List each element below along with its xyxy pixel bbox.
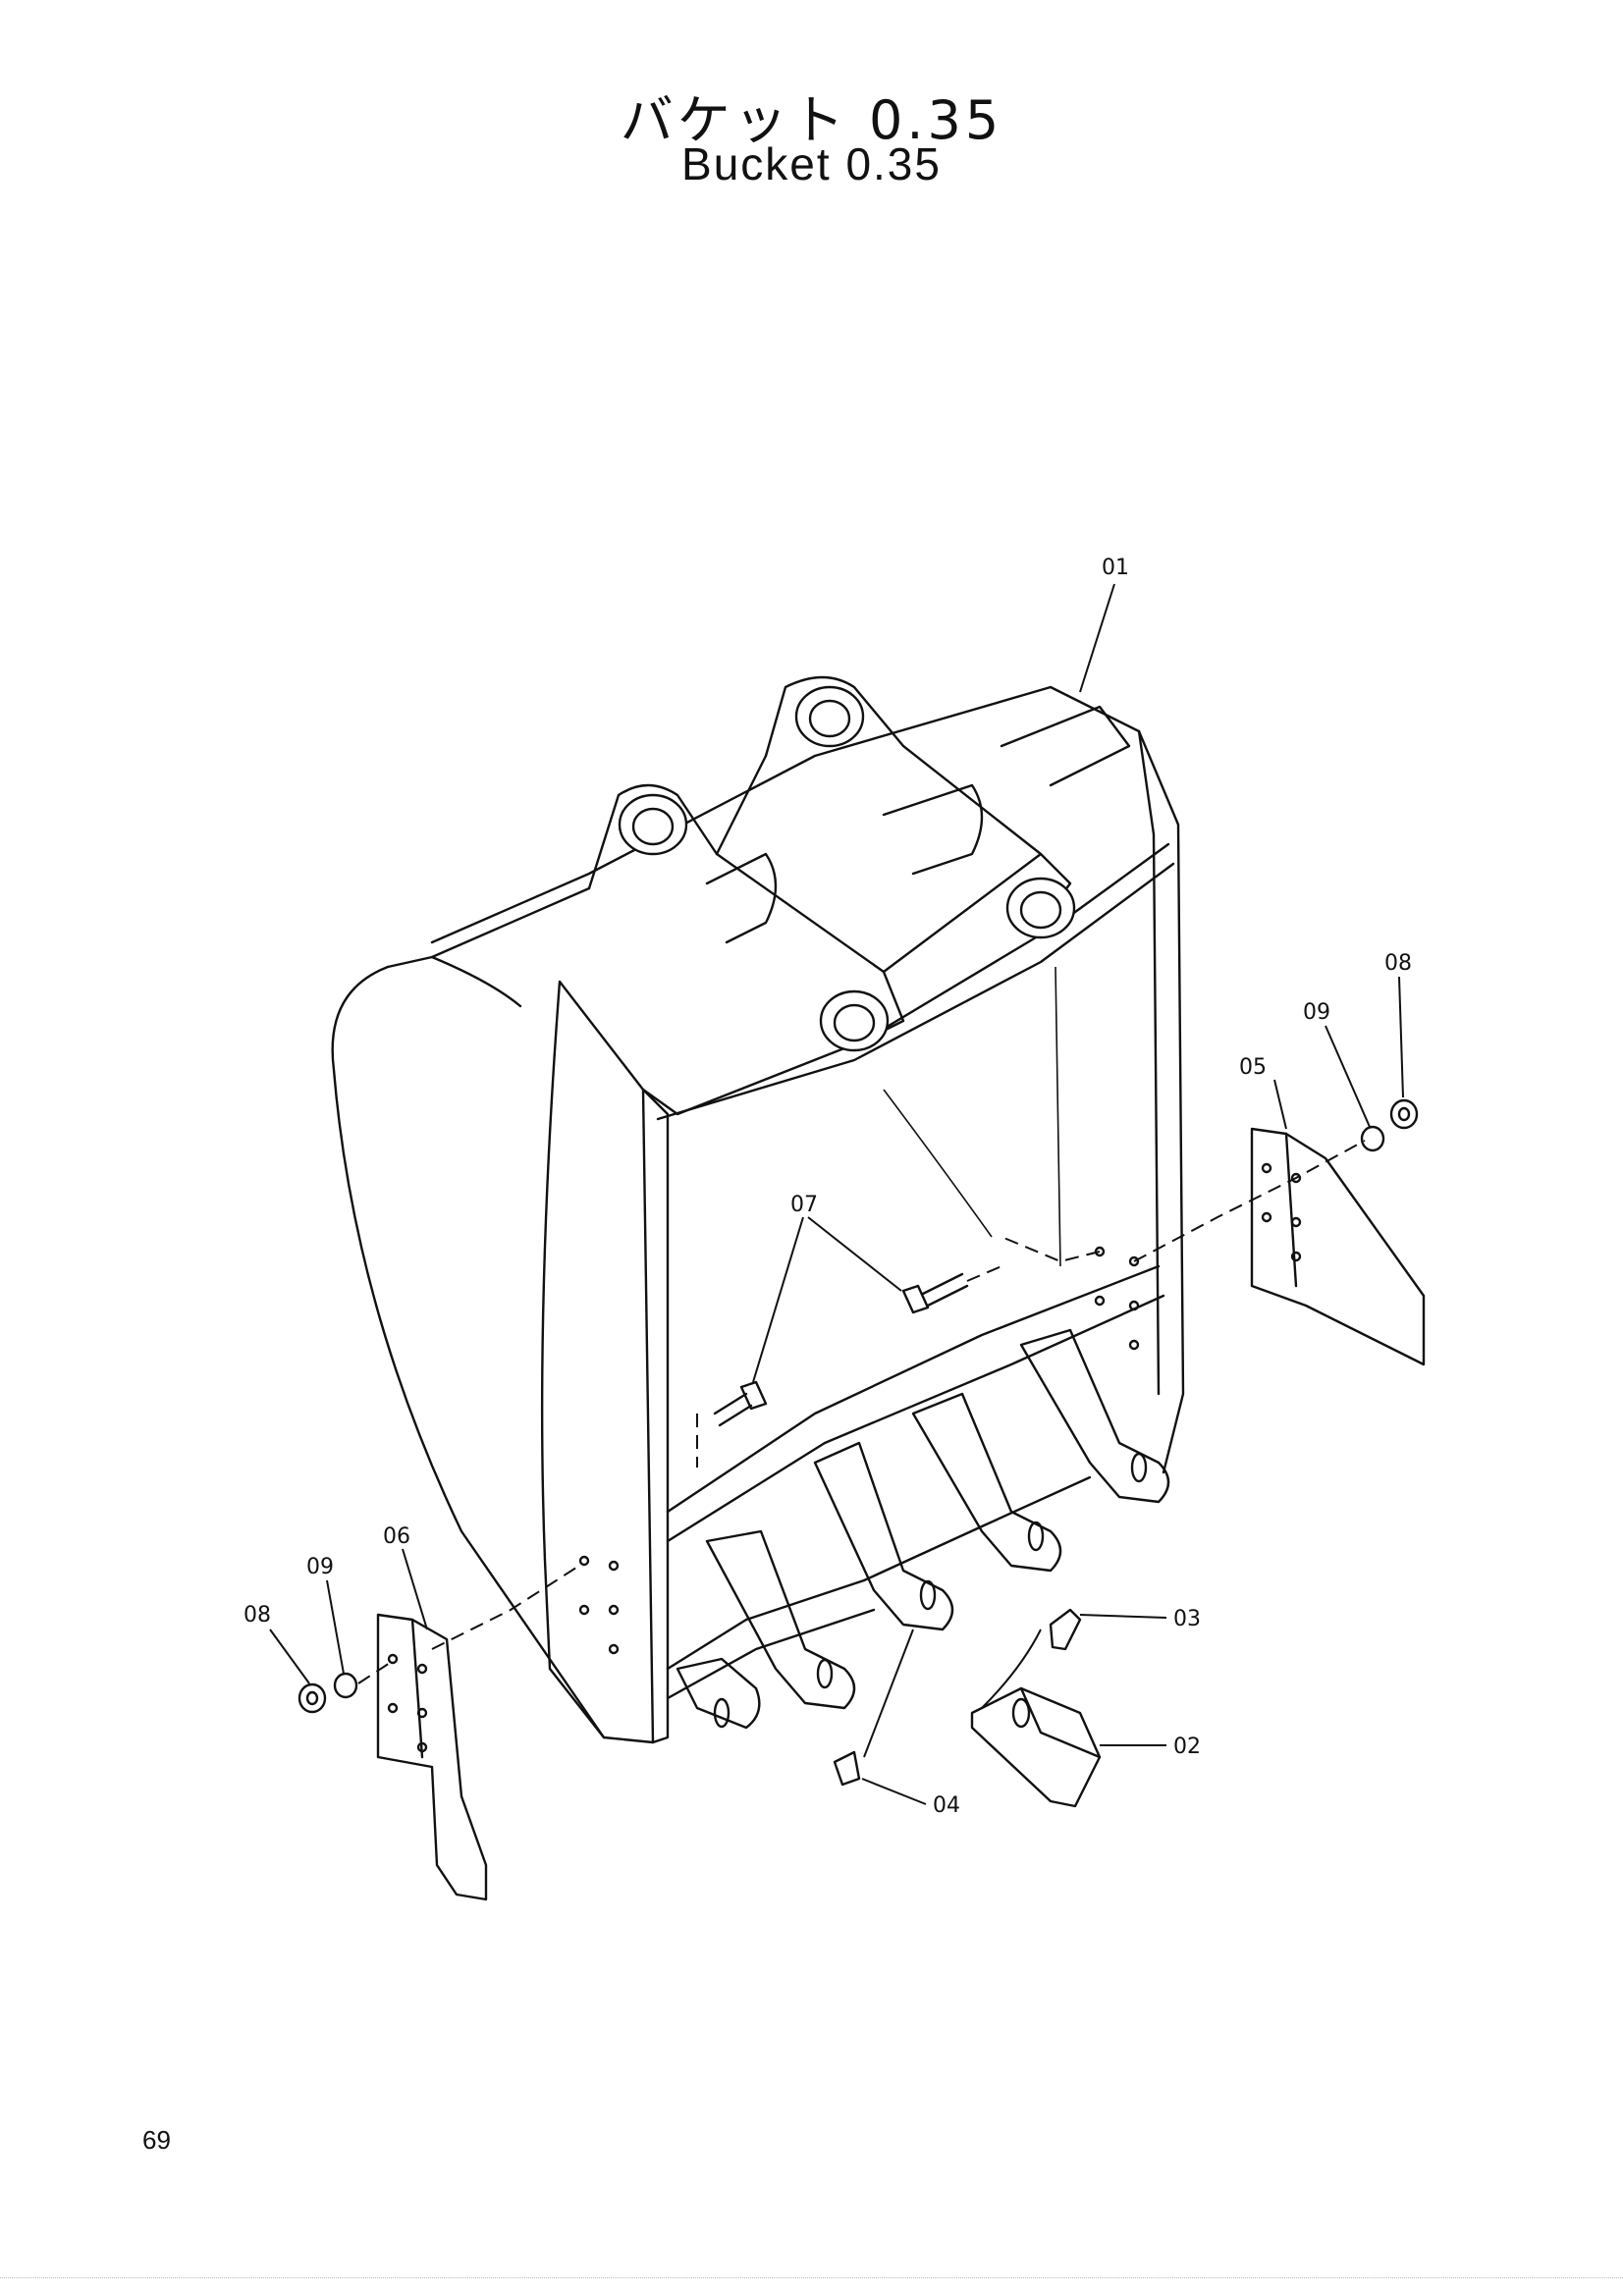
callout-labels: 01 02 03 04 05 06 07 08 09 08 09 <box>243 556 1412 1818</box>
side-cutter-right <box>1250 1127 1426 1366</box>
tooth-pin-part <box>1049 1608 1082 1651</box>
tooth-lock-part <box>833 1750 861 1787</box>
callout-04: 04 <box>933 1793 960 1818</box>
callout-05: 05 <box>1239 1055 1267 1080</box>
callout-09-right: 09 <box>1303 1000 1330 1025</box>
callout-06: 06 <box>383 1524 410 1549</box>
bolts-part <box>713 1272 969 1427</box>
page-title-english: Bucket 0.35 <box>681 138 942 189</box>
bucket-body <box>331 675 1185 1744</box>
page-title-japanese: バケット 0.35 <box>620 89 1003 151</box>
callout-03: 03 <box>1173 1607 1201 1631</box>
scan-border <box>0 2277 1623 2284</box>
callout-08-right: 08 <box>1384 951 1412 976</box>
assembly-lines <box>357 1140 1366 1684</box>
bucket-teeth <box>676 1328 1170 1730</box>
callout-02: 02 <box>1173 1735 1201 1759</box>
side-cutter-left <box>376 1613 488 1901</box>
page-number: 69 <box>142 2125 171 2155</box>
tooth-point-part <box>970 1686 1102 1808</box>
leader-lines <box>269 583 1404 1805</box>
callout-07: 07 <box>790 1193 818 1217</box>
nut-washer-right <box>1360 1098 1419 1152</box>
callout-08-left: 08 <box>243 1603 271 1628</box>
callout-01: 01 <box>1102 556 1129 580</box>
nut-washer-left <box>298 1672 358 1714</box>
callout-09-left: 09 <box>306 1555 334 1579</box>
